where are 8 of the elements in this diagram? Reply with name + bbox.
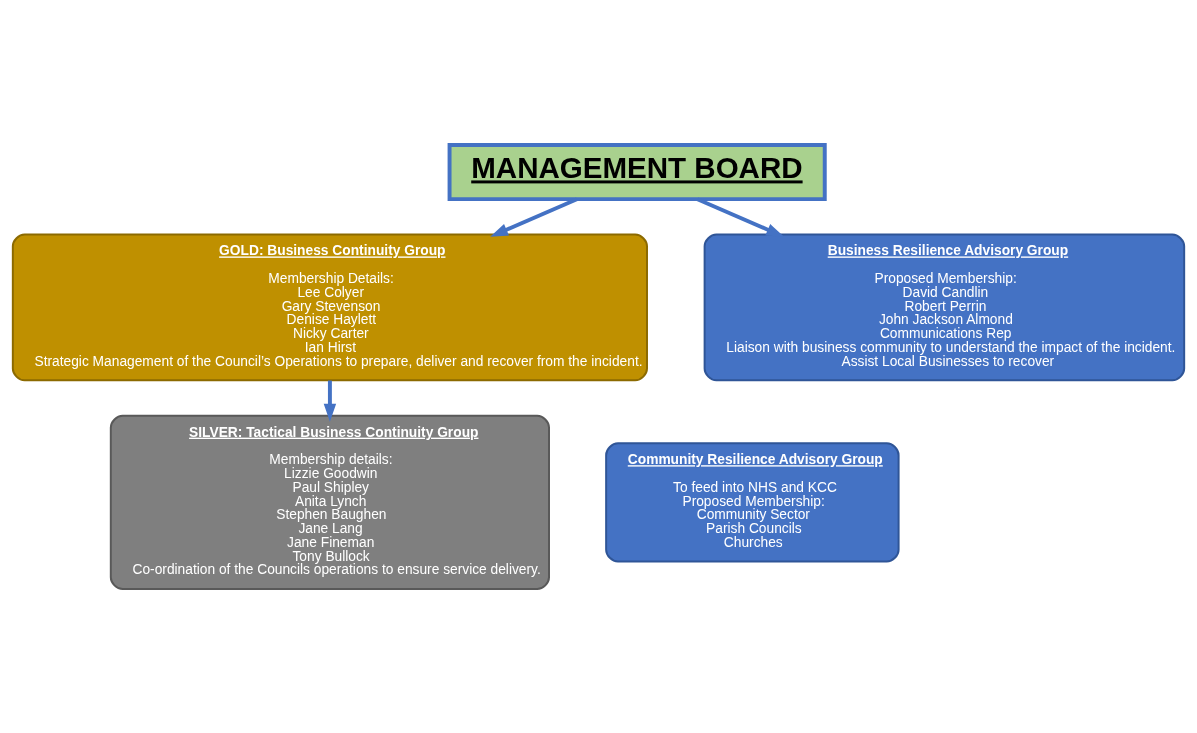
node-box: SILVER: Tactical Business Continuity Group Membership details: Lizzie Goodwin Paul Shipley Anita Lynch Stephen Baughen Jane Lang Jane Fineman Tony Bullock Co-ordination of the Councils operations to ensure service delivery.	[109, 414, 550, 590]
node-box: Business Resilience Advisory Group Proposed Membership: David Candlin Robert Perrin John Jackson Almond Communications Rep Liaison with business community to understand the impact of the incident. Assist Local Businesses to recover	[703, 233, 1186, 381]
arrow	[490, 196, 578, 237]
node-box: GOLD: Business Continuity Group Membership Details: Lee Colyer Gary Stevenson Denise Haylett Nicky Carter Ian Hirst Strategic Management of the Council’s Operations to prepare, deliver and recover from the incident.	[11, 233, 648, 381]
arrow	[323, 380, 337, 422]
node-box: MANAGEMENT BOARD	[447, 142, 827, 201]
arrow	[696, 196, 785, 237]
node-box: Community Resilience Advisory Group To feed into NHS and KCC Proposed Membership: Community Sector Parish Councils Churches	[605, 441, 900, 562]
